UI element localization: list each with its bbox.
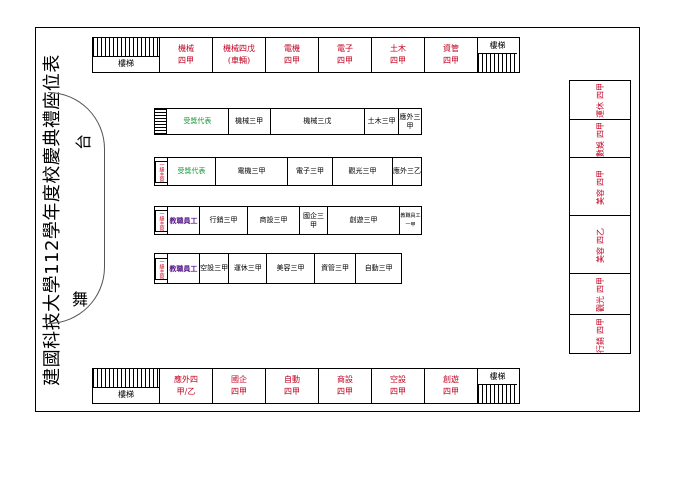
stage-char-right: 台: [74, 133, 94, 151]
top-cell: 機械四戊(車輛): [212, 38, 265, 72]
seat-block: 電機三甲: [216, 158, 288, 185]
seat-block: 國企三甲: [300, 207, 328, 234]
side-cell: 數娛四甲: [570, 119, 630, 158]
seat-block: 商設三甲: [248, 207, 300, 234]
seat-block: 機械三戊: [271, 109, 366, 134]
bottom-cell: 商設四甲: [318, 369, 371, 403]
stairs-top-left: 樓梯: [93, 38, 159, 72]
side-column: 運休四甲 數娛四甲 美容四甲 美容四乙 觀光四甲 行銷四甲: [569, 80, 631, 354]
seat-block: 自動三甲: [364, 264, 393, 272]
seat-tag: 一級主管: [154, 254, 168, 283]
stairs-label: 樓梯: [489, 41, 506, 50]
seat-ticks: [155, 109, 167, 134]
seat-row-2: 一級主管 受獎代表 電機三甲 電子三甲 觀光三甲 應外三乙: [154, 157, 422, 186]
seat-block: 教職員工: [168, 207, 200, 234]
stairs-bottom-left: 樓梯: [93, 369, 159, 403]
seat-block: 應外三甲: [399, 112, 421, 130]
seat-row-4: 一級主管 教職員工 空設三甲 運休三甲 美容三甲 資管三甲 自動三甲: [154, 253, 402, 284]
side-cell: 美容四乙: [570, 215, 630, 274]
seat-block: 電子三甲: [288, 158, 333, 185]
stairs-label: 樓梯: [118, 390, 134, 399]
bottom-cell: 創遊四甲: [424, 369, 477, 403]
seat-tag-right: 教職員工一甲: [400, 212, 421, 228]
seat-block: 機械三甲: [229, 109, 271, 134]
side-cell: 觀光四甲: [570, 273, 630, 315]
seat-block: 行銷三甲: [200, 207, 248, 234]
side-cell: 行銷四甲: [570, 314, 630, 356]
bottom-cell: 應外四甲/乙: [159, 369, 212, 403]
seat-block: 土木三甲: [365, 109, 400, 134]
top-cell: 機械四甲: [159, 38, 212, 72]
bottom-cell: 國企四甲: [212, 369, 265, 403]
seat-block: 受獎代表: [167, 109, 229, 134]
seat-block: 觀光三甲: [333, 158, 393, 185]
seat-tag: 一級主管: [154, 207, 168, 234]
side-cell: 美容四甲: [570, 157, 630, 216]
top-cell: 電機四甲: [265, 38, 318, 72]
seat-row-1: 受獎代表 機械三甲 機械三戊 土木三甲 應外三甲: [154, 108, 422, 135]
seat-block: 運休三甲: [229, 254, 268, 283]
bottom-cell: 空設四甲: [371, 369, 424, 403]
top-cell: 資管四甲: [424, 38, 477, 72]
seat-block: 空設三甲: [200, 254, 230, 283]
seat-block: 教職員工: [168, 254, 200, 283]
stage-char-left: 舞: [72, 290, 89, 309]
seat-tag: 一級主管: [154, 158, 168, 185]
stairs-bottom-right: 樓梯: [477, 369, 517, 403]
top-cell: 電子四甲: [318, 38, 371, 72]
page-frame: [35, 27, 640, 412]
seat-block: 創遊三甲: [328, 207, 400, 234]
bottom-seat-row: 樓梯 應外四甲/乙 國企四甲 自動四甲 商設四甲 空設四甲 創遊四甲 樓梯: [92, 368, 520, 404]
seat-block: 資管三甲: [315, 254, 357, 283]
stairs-top-right: 樓梯: [477, 38, 517, 72]
seat-row-3: 一級主管 教職員工 行銷三甲 商設三甲 國企三甲 創遊三甲 教職員工一甲: [154, 206, 422, 235]
top-seat-row: 樓梯 機械四甲 機械四戊(車輛) 電機四甲 電子四甲 土木四甲 資管四甲 樓梯: [92, 37, 520, 73]
top-cell: 土木四甲: [371, 38, 424, 72]
bottom-cell: 自動四甲: [265, 369, 318, 403]
seat-block: 美容三甲: [267, 254, 315, 283]
seat-block: 受獎代表: [168, 158, 216, 185]
seat-block: 應外三乙: [393, 167, 421, 175]
stairs-label: 樓梯: [489, 372, 506, 381]
stairs-label: 樓梯: [118, 59, 134, 68]
side-cell: 運休四甲: [595, 82, 605, 118]
